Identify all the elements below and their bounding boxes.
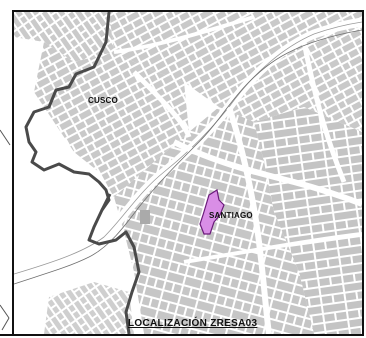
map-caption: LOCALIZACIÓN ZRESA03 bbox=[128, 318, 258, 329]
grey-parcel bbox=[140, 210, 150, 224]
avenue-south bbox=[226, 106, 272, 334]
inset-boundary-line bbox=[0, 304, 10, 319]
avenue-east bbox=[172, 139, 362, 207]
district-boundary-cusco bbox=[24, 12, 141, 334]
label-cusco: CUSCO bbox=[88, 96, 118, 105]
main-map-frame[interactable]: CUSCO SANTIAGO LOCALIZACIÓN ZRESA03 bbox=[12, 10, 364, 336]
street-south bbox=[183, 232, 362, 264]
urban-blocks-northwest bbox=[14, 12, 114, 62]
top-margin bbox=[12, 0, 366, 10]
urban-blocks-southwest bbox=[44, 282, 134, 334]
avenue-northeast bbox=[301, 41, 347, 183]
inset-boundary-line bbox=[0, 129, 11, 146]
avenue-north bbox=[132, 70, 192, 138]
inset-map-svg bbox=[0, 129, 11, 331]
district-boundary-spur bbox=[100, 193, 112, 211]
river-line bbox=[14, 29, 362, 285]
street-north bbox=[113, 15, 255, 54]
street-map[interactable] bbox=[14, 12, 362, 334]
label-santiago: SANTIAGO bbox=[209, 211, 253, 220]
zone-zresa03[interactable] bbox=[199, 189, 225, 235]
inset-boundary-line bbox=[1, 317, 10, 331]
